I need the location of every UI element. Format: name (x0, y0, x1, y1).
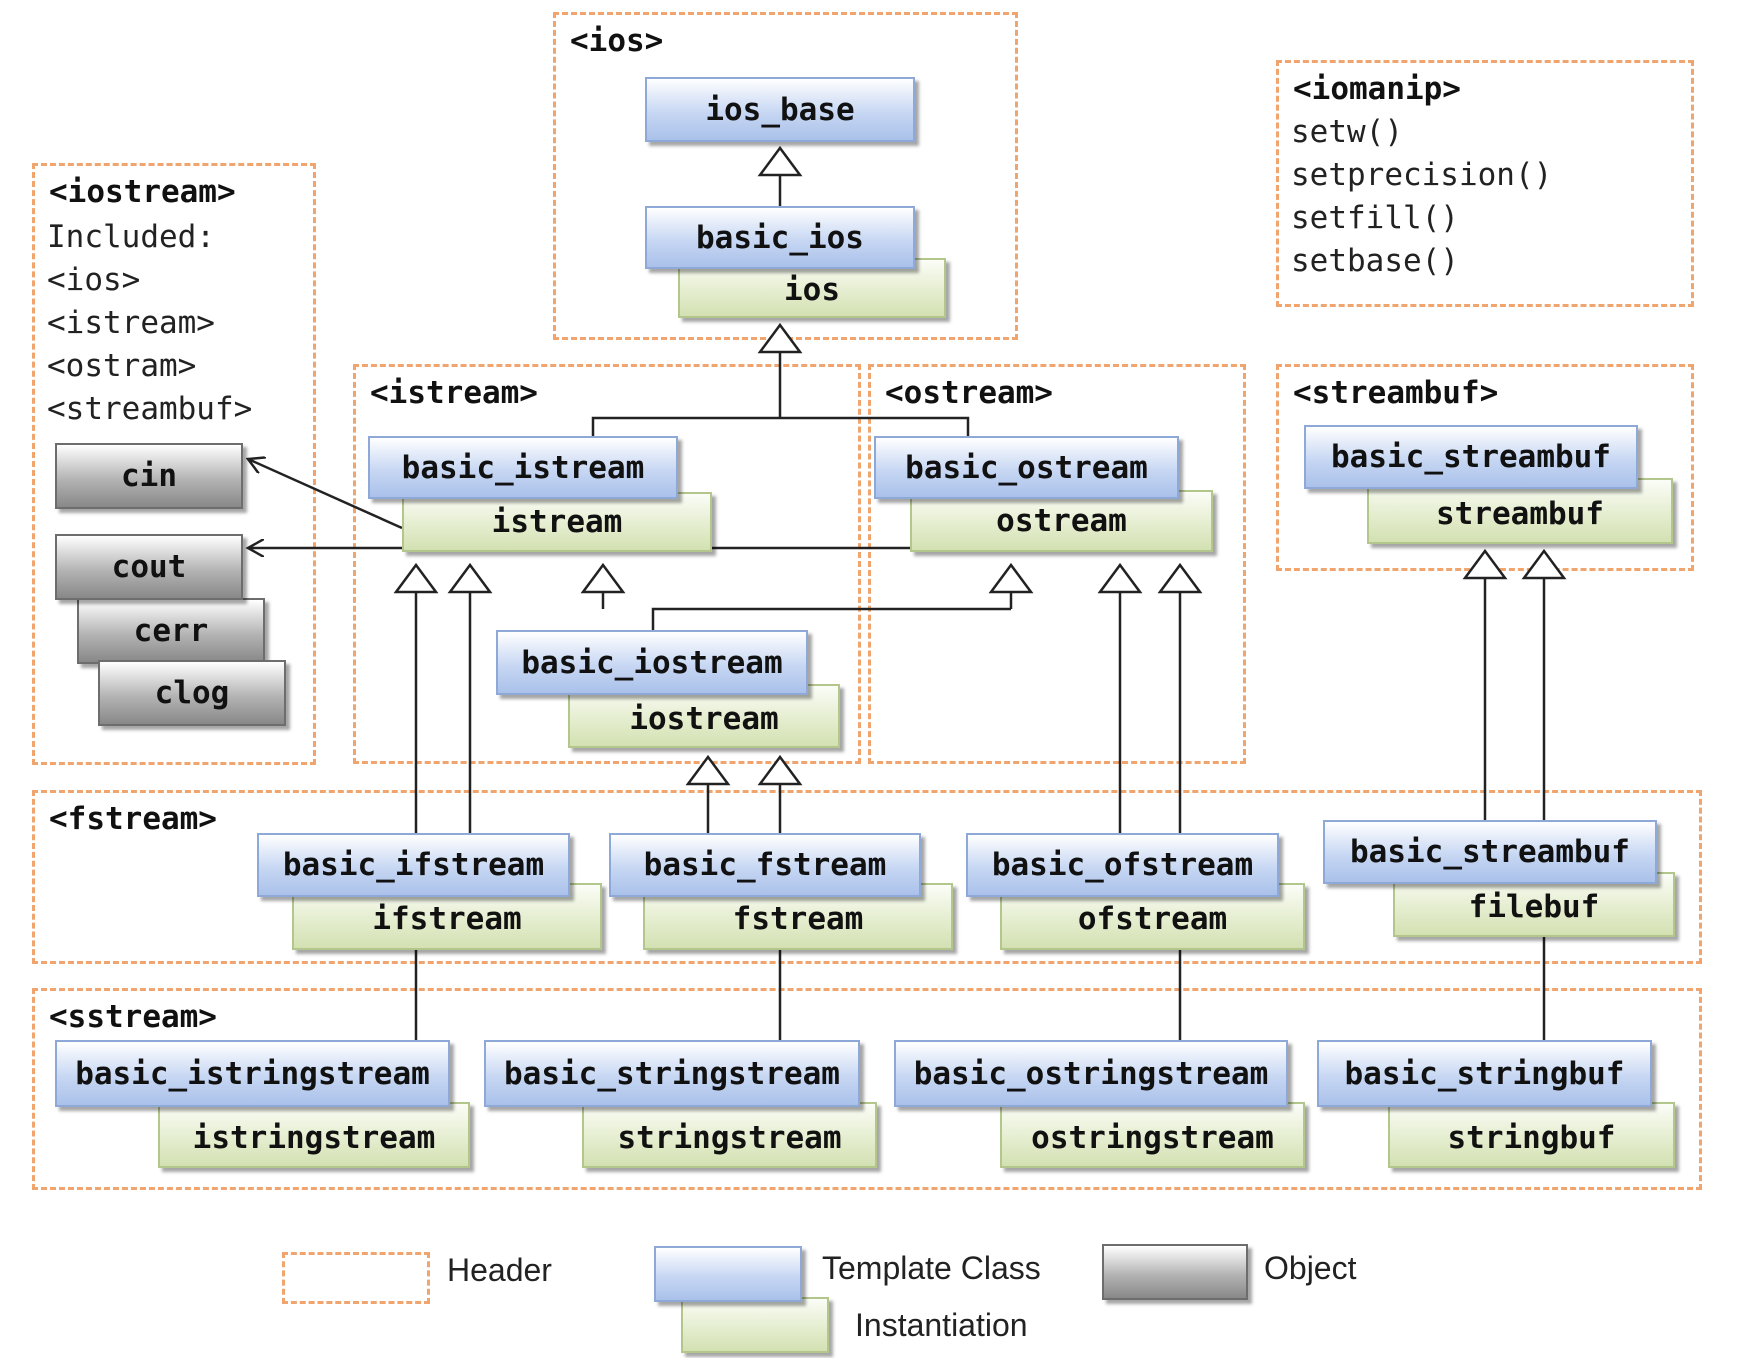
tri-ios-base (757, 145, 803, 177)
class-basic-istream: basic_istream (368, 436, 678, 499)
legend-header-label: Header (447, 1252, 552, 1288)
iomanip-list: setw() setprecision() setfill() setbase(… (1291, 111, 1552, 283)
class-basic-istringstream: basic_istringstream (55, 1040, 450, 1107)
header-iostream: <iostream> Included: <ios> <istream> <os… (32, 163, 316, 765)
legend-template-swatch (654, 1246, 802, 1302)
tri-streambuf-from-filebuf (1462, 548, 1508, 580)
tri-iostream-from-fstream-b (757, 754, 803, 786)
class-streambuf: streambuf (1367, 478, 1673, 544)
class-stringbuf: stringbuf (1388, 1102, 1675, 1168)
iomanip-item: setfill() (1291, 200, 1459, 236)
header-fstream-title: <fstream> (49, 801, 217, 837)
header-streambuf-title: <streambuf> (1293, 375, 1499, 411)
tri-istream-from-ifstream-b (447, 562, 493, 594)
legend-header-swatch (282, 1252, 430, 1304)
header-ios-title: <ios> (570, 23, 664, 59)
tri-ostream-from-ofstream-b (1157, 562, 1203, 594)
class-istringstream: istringstream (158, 1102, 470, 1168)
iostream-included-list: Included: <ios> <istream> <ostram> <stre… (47, 216, 252, 431)
tri-iostream-from-fstream (685, 754, 731, 786)
tri-ostream-from-iostream (988, 562, 1034, 594)
iostream-line: <streambuf> (47, 391, 253, 427)
class-basic-ofstream: basic_ofstream (966, 833, 1279, 897)
line-iostream-to-parents (601, 592, 1013, 630)
class-basic-ios: basic_ios (645, 206, 915, 269)
legend-object-label: Object (1264, 1250, 1357, 1286)
class-ostringstream: ostringstream (1000, 1102, 1305, 1168)
object-cout: cout (55, 534, 243, 600)
class-basic-ostringstream: basic_ostringstream (894, 1040, 1288, 1107)
header-fstream: <fstream> (32, 790, 1702, 964)
iostream-line: Included: (47, 219, 215, 255)
iostream-line: <ostram> (47, 348, 197, 384)
legend-object-swatch (1102, 1244, 1248, 1300)
object-cerr: cerr (77, 598, 265, 664)
iomanip-item: setw() (1291, 114, 1403, 150)
class-basic-ifstream: basic_ifstream (257, 833, 570, 897)
class-basic-stringbuf: basic_stringbuf (1317, 1040, 1652, 1107)
iostream-line: <istream> (47, 305, 215, 341)
header-iostream-title: <iostream> (49, 174, 236, 210)
legend-template-label: Template Class (822, 1250, 1041, 1286)
line-streams-to-ios (591, 352, 970, 436)
class-istream: istream (402, 492, 712, 552)
iomanip-item: setprecision() (1291, 157, 1553, 193)
tri-ios (757, 322, 803, 354)
object-cin: cin (55, 443, 243, 509)
iostream-line: <ios> (47, 262, 141, 298)
header-istream-title: <istream> (370, 375, 538, 411)
arrow-istream-to-cin (248, 459, 403, 530)
header-istream: <istream> (353, 364, 861, 764)
class-ios-base: ios_base (645, 77, 915, 142)
legend-instantiation-label: Instantiation (855, 1307, 1028, 1343)
object-clog: clog (98, 660, 286, 726)
class-basic-ostream: basic_ostream (874, 436, 1179, 499)
class-basic-fstream: basic_fstream (609, 833, 921, 897)
class-ostream: ostream (910, 490, 1213, 552)
header-iomanip-title: <iomanip> (1293, 71, 1461, 107)
header-sstream: <sstream> (32, 988, 1702, 1190)
header-ostream: <ostream> (868, 364, 1246, 764)
class-basic-streambuf: basic_streambuf (1304, 425, 1638, 489)
header-sstream-title: <sstream> (49, 999, 217, 1035)
class-basic-stringstream: basic_stringstream (484, 1040, 860, 1107)
legend-instantiation-swatch (681, 1297, 829, 1353)
tri-istream-from-iostream (580, 562, 626, 594)
header-iomanip: <iomanip> setw() setprecision() setfill(… (1276, 60, 1694, 307)
tri-istream-from-ifstream (393, 562, 439, 594)
class-stringstream: stringstream (582, 1102, 877, 1168)
tri-streambuf-from-filebuf-b (1521, 548, 1567, 580)
class-basic-filebuf: basic_streambuf (1323, 820, 1657, 884)
iomanip-item: setbase() (1291, 243, 1459, 279)
tri-ostream-from-ofstream (1097, 562, 1143, 594)
class-basic-iostream: basic_iostream (496, 630, 808, 695)
header-ostream-title: <ostream> (885, 375, 1053, 411)
